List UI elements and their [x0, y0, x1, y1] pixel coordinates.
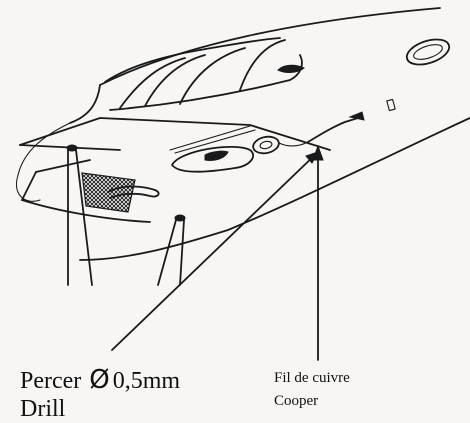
lever-handle: [107, 185, 160, 199]
leader-drill: [111, 151, 320, 351]
copper-wire: [307, 98, 396, 143]
drill-size: 0,5mm: [112, 368, 181, 394]
oval-window: [405, 38, 451, 66]
drill-marker-left: [66, 144, 93, 286]
diameter-icon: Ø: [89, 365, 110, 395]
wire-english: Cooper: [274, 393, 319, 409]
drill-marker-right: [157, 214, 186, 286]
wire-french: Fil de cuivre: [274, 370, 350, 386]
cylinder-assembly: [171, 135, 309, 173]
wing: [19, 117, 331, 223]
wire-label: Fil de cuivre Cooper: [274, 371, 350, 409]
drill-verb: Percer: [20, 368, 82, 394]
canopy: [104, 37, 305, 111]
leader-wire: [312, 144, 324, 361]
drill-english: Drill: [20, 396, 66, 422]
